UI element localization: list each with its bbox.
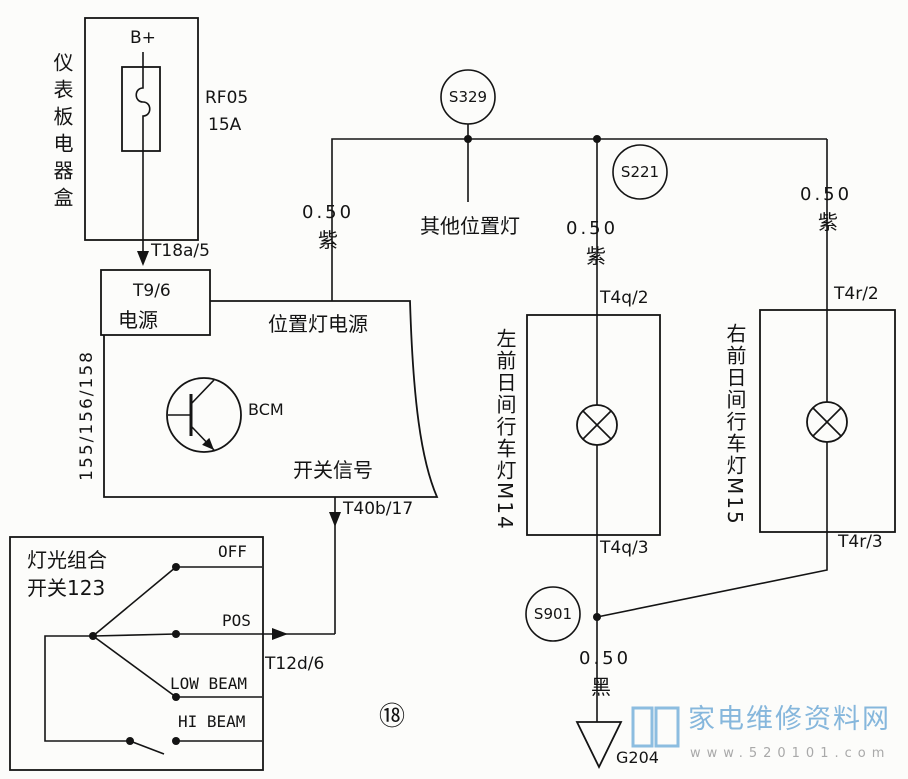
switch-off-label: OFF	[218, 542, 247, 561]
ground-point-label: G204	[616, 748, 659, 767]
right-lamp-feed-color: 紫	[818, 210, 838, 234]
fuse-box-label: 仪表板电器盒	[50, 52, 74, 214]
left-lamp-feed-color: 紫	[586, 244, 606, 268]
splice-s329	[440, 69, 496, 125]
transistor-collector	[190, 379, 215, 405]
right-lamp-label: 右前日间行车灯M15	[723, 323, 747, 526]
fuse-box-outline	[84, 17, 199, 241]
splice-s221	[612, 144, 668, 200]
switch-contact-off	[92, 566, 177, 637]
fuse-element	[135, 52, 151, 258]
switch-hi-beam-dot	[172, 737, 180, 745]
switch-hi-beam-lever	[129, 740, 165, 755]
fuse-output-pin-label: T18a/5	[151, 241, 210, 261]
bcm-switch-signal-label: 开关信号	[293, 458, 373, 482]
bcm-outline	[103, 300, 439, 498]
bcm-power-label: 电源	[118, 308, 158, 332]
switch-lever-dot	[126, 737, 134, 745]
bcm-position-light-power-label: 位置灯电源	[268, 312, 368, 336]
bcm-feed-color: 紫	[318, 228, 338, 252]
fuse-rating-label: 15A	[208, 115, 242, 135]
watermark-name: 家电维修资料网	[688, 704, 891, 735]
other-position-lights-label: 其他位置灯	[420, 214, 520, 238]
watermark-logo-left-page	[631, 706, 654, 748]
watermark-url: www.520101.com	[690, 746, 891, 761]
fuse-id-label: RF05	[205, 88, 249, 108]
right-lamp-feed-gauge: 0.50	[800, 184, 853, 205]
ground-wire-gauge: 0.50	[579, 648, 632, 669]
right-lamp-cross-b	[812, 407, 842, 437]
watermark-logo-right-page	[654, 706, 680, 748]
left-lamp-pin-in: T4q/2	[600, 288, 649, 308]
wire-right-lamp-return	[596, 442, 828, 618]
light-switch-title-line2: 开关123	[27, 576, 106, 600]
left-lamp-label: 左前日间行车灯M14	[493, 328, 517, 531]
bcm-power-connector-box	[100, 269, 211, 336]
left-lamp-feed-gauge: 0.50	[566, 218, 619, 239]
splice-s221-label: S221	[621, 163, 659, 181]
ground-wire-color: 黑	[591, 675, 611, 699]
switch-low-beam-label: LOW BEAM	[170, 674, 248, 693]
left-lamp-box	[526, 314, 661, 536]
ground-symbol-icon	[575, 721, 623, 770]
fuse-housing	[121, 66, 161, 152]
bcm-page-ref-label: 155/156/158	[77, 350, 97, 481]
light-switch-box	[9, 536, 264, 771]
light-switch-title-line1: 灯光组合	[27, 548, 107, 572]
bcm-feed-gauge: 0.50	[302, 202, 355, 223]
bcm-power-pin-label: T9/6	[133, 281, 171, 301]
switch-low-beam-dot	[172, 693, 180, 701]
diagram-number: ⑱	[379, 702, 406, 732]
pos-output-arrow	[272, 628, 288, 640]
splice-s329-label: S329	[449, 88, 487, 106]
position-light-bus	[331, 138, 827, 301]
left-lamp-cross-b	[582, 410, 612, 440]
switch-pivot-dot	[89, 632, 97, 640]
switch-signal-arrow	[329, 512, 341, 527]
switch-pin-label: T12d/6	[265, 654, 325, 674]
right-lamp-pin-in: T4r/2	[834, 284, 879, 304]
splice-s901-label: S901	[534, 605, 572, 623]
switch-contact-low-beam	[92, 635, 177, 698]
supply-label: B+	[130, 28, 156, 48]
left-lamp-pin-out: T4q/3	[600, 538, 649, 558]
right-lamp-pin-out: T4r/3	[838, 532, 883, 552]
transistor-icon	[166, 377, 242, 453]
switch-hi-beam-loop	[44, 635, 130, 742]
switch-pos-dot	[172, 630, 180, 638]
switch-pos-label: POS	[222, 611, 251, 630]
switch-contact-pos	[92, 633, 177, 637]
bcm-name-label: BCM	[248, 400, 284, 419]
switch-hi-beam-label: HI BEAM	[178, 712, 246, 731]
splice-s901	[525, 586, 581, 642]
transistor-emitter-arrow	[202, 437, 214, 450]
switch-off-dot	[172, 563, 180, 571]
bcm-signal-pin-label: T40b/17	[343, 499, 414, 519]
fuse-output-arrow	[137, 251, 149, 266]
